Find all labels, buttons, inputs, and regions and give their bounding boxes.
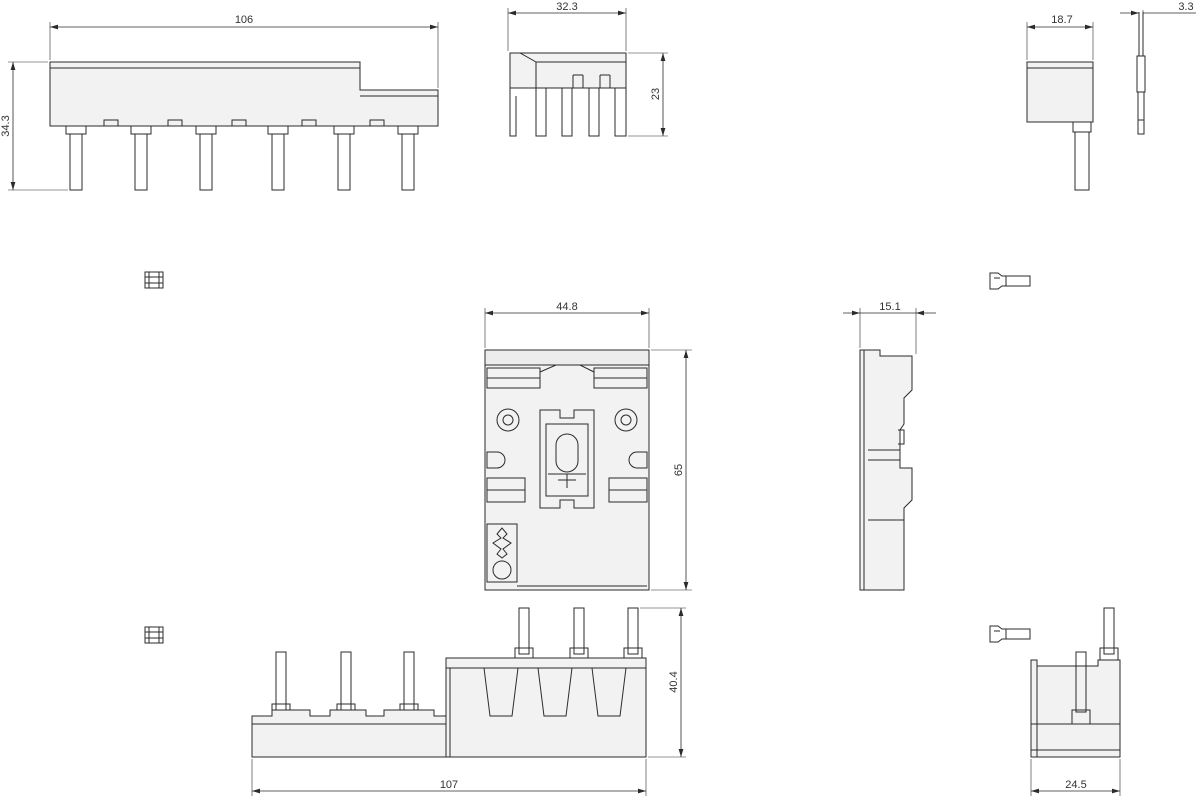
- assembly-side-view: 24.5: [1030, 607, 1121, 796]
- dim-18-7-label: 18.7: [1051, 14, 1072, 26]
- assembly-front-view: 40.4 107: [251, 607, 686, 796]
- busbar-end-view: 18.7: [1026, 14, 1094, 191]
- clip-top-left: [144, 271, 164, 289]
- dim-65-label: 65: [673, 464, 685, 476]
- dim-32-3-label: 32.3: [556, 1, 577, 13]
- clip-bottom-left: [144, 626, 164, 644]
- dim-15-1-label: 15.1: [879, 301, 900, 313]
- clip-top-right: [989, 272, 1031, 290]
- clip-bottom-right: [989, 625, 1031, 643]
- dim-24-5-label: 24.5: [1065, 779, 1086, 791]
- dim-3-3-label: 3.3: [1178, 1, 1193, 13]
- dim-106-label: 106: [235, 14, 253, 26]
- base-plate-front-view: 44.8 65: [484, 301, 692, 591]
- dim-34-3-label: 34.3: [0, 115, 12, 136]
- dim-23-label: 23: [650, 88, 662, 100]
- busbar-front-view: 106 34.3: [0, 14, 439, 191]
- dim-40-4-label: 40.4: [668, 671, 680, 692]
- dim-44-8-label: 44.8: [556, 301, 577, 313]
- busbar-side-view: 32.3 23: [507, 1, 668, 137]
- dim-107-label: 107: [440, 779, 458, 791]
- base-plate-side-view: 15.1: [843, 301, 936, 591]
- pin-detail-view: 3.3: [1120, 1, 1196, 135]
